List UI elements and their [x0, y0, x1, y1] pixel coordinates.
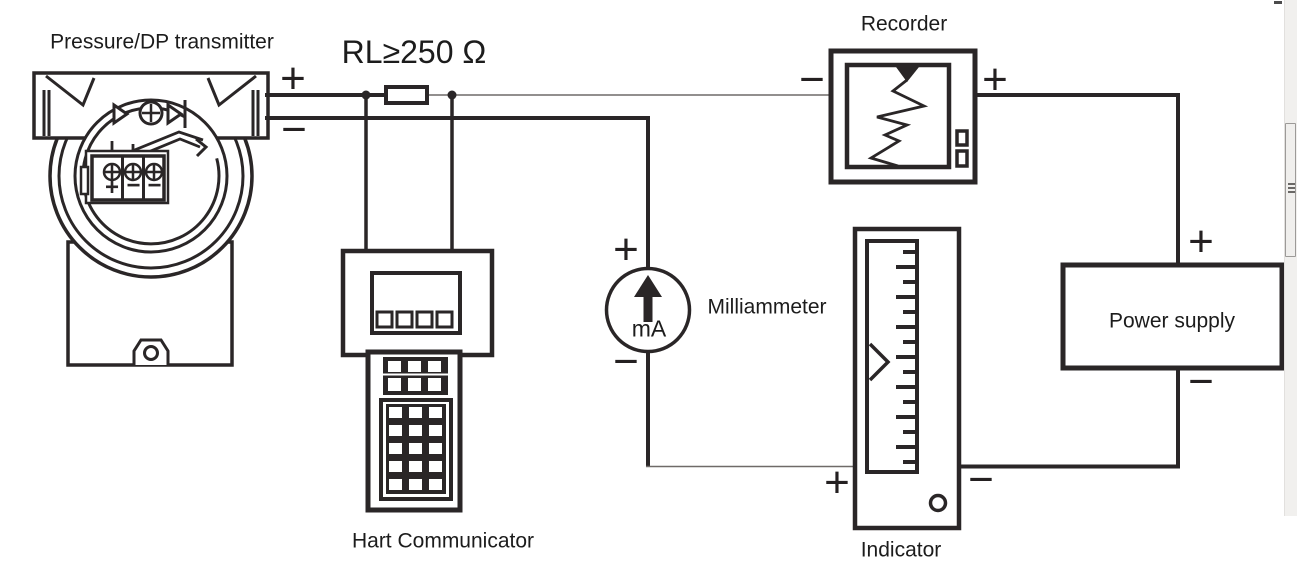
wire-recorder-to-supply — [974, 93, 1180, 267]
mount-hole — [143, 345, 159, 361]
recorder-pen-icon — [896, 67, 919, 82]
wire-supply-to-indicator — [958, 366, 1180, 469]
communicator-function-keys — [375, 310, 454, 329]
wire-transmitter-minus — [265, 116, 650, 271]
recorder-minus-mark: − — [799, 55, 825, 104]
indicator-adjust-hole — [928, 493, 948, 513]
power-supply-plus-mark: + — [1188, 217, 1214, 266]
load-resistor-label: RL≥250 Ω — [341, 34, 487, 70]
indicator-drawing — [852, 226, 962, 531]
recorder-plus-mark: + — [982, 55, 1008, 104]
recorder-button-1 — [955, 129, 969, 147]
terminal-minus-mark-1: − — [126, 172, 140, 199]
communicator-upper-keypad — [383, 357, 448, 395]
current-arrow-icon — [634, 275, 662, 297]
recorder-drawing — [828, 48, 978, 185]
milliammeter-label: Milliammeter — [707, 295, 827, 319]
hart-communicator-label: Hart Communicator — [351, 529, 535, 553]
milliammeter-drawing — [604, 266, 692, 354]
window-chrome-fragment — [1274, 1, 1282, 4]
transmitter-label: Pressure/DP transmitter — [50, 30, 274, 54]
communicator-lower-keypad — [379, 398, 453, 501]
terminal-screws — [102, 162, 164, 182]
terminal-block — [79, 149, 170, 205]
scrollbar-thumb[interactable] — [1285, 123, 1296, 257]
milliammeter-minus-mark: − — [613, 337, 639, 386]
loop-wires — [265, 90, 1180, 469]
power-supply-minus-mark: − — [1188, 357, 1214, 406]
recorder-button-2 — [955, 149, 969, 168]
hart-communicator-drawing — [340, 248, 495, 513]
junction-dot-1 — [361, 90, 371, 100]
junction-dot-2 — [447, 90, 457, 100]
transmitter-plus-mark: + — [280, 54, 306, 103]
indicator-pointer-icon — [868, 342, 891, 382]
recorder-label: Recorder — [860, 12, 948, 36]
milliammeter-plus-mark: + — [613, 225, 639, 274]
indicator-plus-mark: + — [824, 458, 850, 507]
indicator-label: Indicator — [860, 538, 942, 562]
recorder-trace-icon — [867, 78, 929, 168]
vertical-scrollbar[interactable] — [1284, 0, 1297, 516]
terminal-minus-mark-2: − — [147, 172, 161, 199]
load-resistor-symbol — [384, 85, 429, 105]
indicator-minus-mark: − — [968, 455, 994, 504]
transmitter-drawing — [32, 71, 270, 367]
terminal-plus-mark: + — [105, 174, 119, 201]
milliammeter-unit-label: mA — [631, 315, 667, 342]
power-supply-label: Power supply — [1108, 309, 1236, 333]
scrollbar-grip-icon — [1288, 183, 1295, 193]
transmitter-minus-mark: − — [281, 105, 307, 154]
indicator-scale-ticks — [896, 250, 915, 464]
power-supply-box — [1060, 262, 1285, 371]
